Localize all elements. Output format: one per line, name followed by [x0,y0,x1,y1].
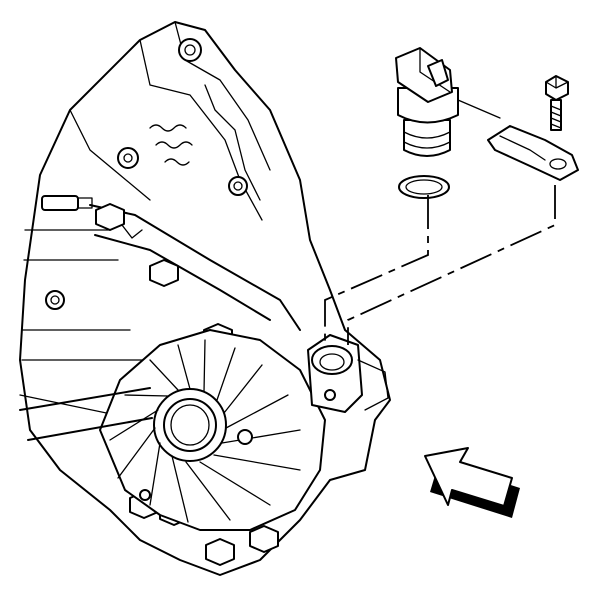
retaining-bolt [545,75,569,131]
speed-sensor [395,47,501,157]
differential-housing [99,329,326,531]
axle-shaft-top [19,387,151,411]
axle-shaft-bottom [27,417,153,441]
view-direction-arrow-icon [424,447,520,518]
sensor-bore [307,334,389,413]
sensor-alignment-line [324,195,429,345]
o-ring-seal [398,175,450,199]
bolt-alignment-line [347,185,556,345]
transmission-case [19,21,391,576]
retaining-bracket [487,125,579,181]
